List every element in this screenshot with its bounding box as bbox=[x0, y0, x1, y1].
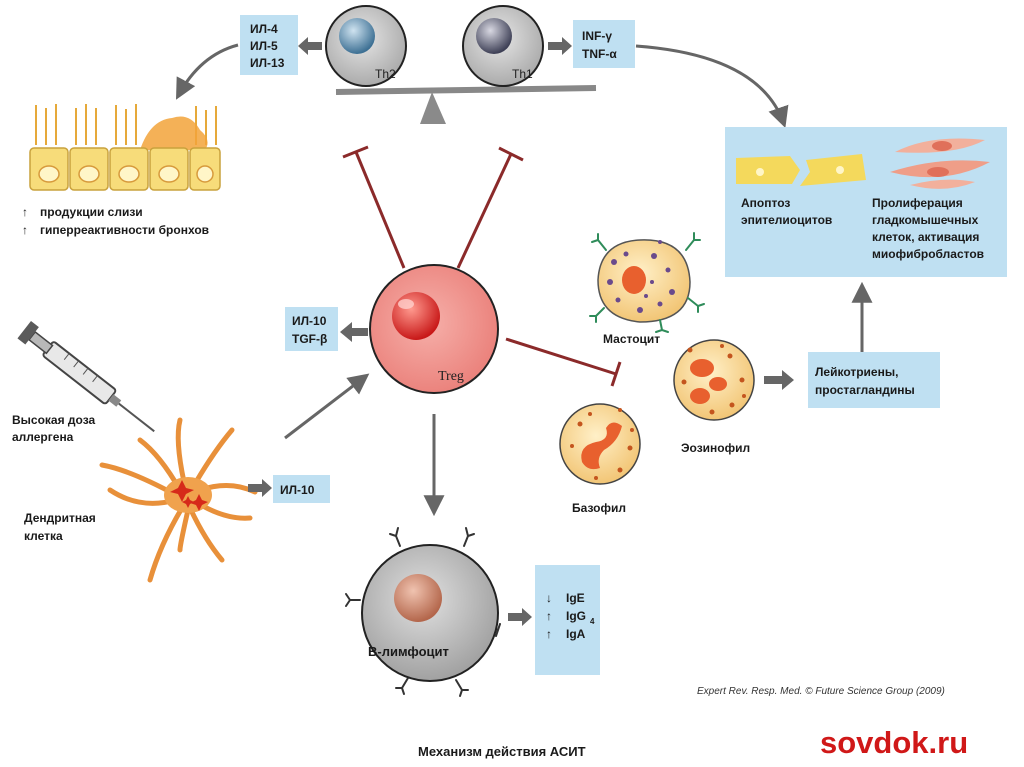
source-credit: Expert Rev. Resp. Med. © Future Science … bbox=[697, 686, 945, 697]
syringe-icon bbox=[17, 321, 155, 433]
treg-output-arrow-icon bbox=[340, 322, 368, 342]
airway-epithelium-illustration bbox=[29, 104, 221, 191]
immunoglobulin-box: ↓ IgE ↑ IgG 4 ↑ IgA bbox=[535, 565, 600, 675]
allergen-line-2: аллергена bbox=[12, 430, 74, 444]
dendritic-to-treg-arrow bbox=[284, 373, 370, 440]
iga-direction: ↑ bbox=[546, 627, 552, 641]
allergen-line-1: Высокая доза bbox=[12, 413, 96, 427]
iga-label: IgA bbox=[566, 627, 586, 641]
apoptotic-epithelium-illustration bbox=[736, 154, 866, 186]
basophil-label: Базофил bbox=[572, 501, 626, 515]
th-balance-scale bbox=[335, 85, 597, 124]
figure-caption: Механизм действия АСИТ bbox=[418, 744, 586, 759]
th1-label: Th1 bbox=[512, 67, 533, 81]
igg4-subscript: 4 bbox=[590, 617, 595, 626]
eosinophil-label: Эозинофил bbox=[681, 441, 750, 455]
ige-direction: ↓ bbox=[546, 591, 552, 605]
b-lymphocyte: В-лимфоцит bbox=[345, 527, 501, 697]
th2-cytokine: ИЛ-4 bbox=[250, 22, 278, 36]
dendritic-output-arrow-icon bbox=[248, 479, 272, 497]
proliferation-line-1: Пролиферация bbox=[872, 196, 963, 210]
remodeling-box: Апоптоз эпителиоцитов Пролиферация гладк… bbox=[725, 127, 1007, 277]
apoptosis-line-2: эпителиоцитов bbox=[741, 213, 832, 227]
mediators-box: Лейкотриены, простагландины bbox=[808, 352, 940, 408]
mediators-line-1: Лейкотриены, bbox=[815, 365, 898, 379]
airway-up-arrow-1: ↑ bbox=[22, 205, 28, 219]
treg-cytokine-tgfb: TGF-β bbox=[292, 332, 327, 346]
th1-cytokine-box: INF-γ TNF-α bbox=[573, 20, 635, 68]
treg-inhibition-lines bbox=[342, 145, 622, 387]
airway-effect-mucus: продукции слизи bbox=[40, 205, 143, 219]
eosinophil bbox=[673, 339, 755, 421]
basophil bbox=[559, 403, 641, 485]
treg-cytokine-box: ИЛ-10 TGF-β bbox=[285, 307, 338, 351]
ige-label: IgE bbox=[566, 591, 585, 605]
treg-label: Treg bbox=[438, 369, 464, 384]
igg4-label: IgG bbox=[566, 609, 586, 623]
th2-output-arrow-icon bbox=[298, 37, 322, 55]
th1-cytokine: INF-γ bbox=[582, 29, 612, 43]
th1-output-arrow-icon bbox=[548, 37, 572, 55]
smooth-muscle-cells-illustration bbox=[890, 138, 990, 189]
airway-effect-hyperreactivity: гиперреактивности бронхов bbox=[40, 223, 209, 237]
th2-cytokine: ИЛ-13 bbox=[250, 56, 285, 70]
dendritic-cell bbox=[99, 417, 258, 583]
bcell-output-arrow-icon bbox=[508, 608, 532, 626]
eosinophil-output-arrow-icon bbox=[764, 370, 794, 390]
treg-cell: Treg bbox=[369, 264, 499, 394]
th2-to-airway-arrow bbox=[176, 43, 239, 100]
dendritic-line-2: клетка bbox=[24, 529, 63, 543]
mast-cell bbox=[589, 232, 705, 333]
mediators-line-2: простагландины bbox=[815, 383, 915, 397]
th2-cell: Th2 bbox=[325, 5, 407, 87]
apoptosis-line-1: Апоптоз bbox=[741, 196, 790, 210]
th2-label: Th2 bbox=[375, 67, 396, 81]
treg-cytokine-il10: ИЛ-10 bbox=[292, 314, 327, 328]
proliferation-line-4: миофибробластов bbox=[872, 247, 984, 261]
dendritic-cytokine-il10: ИЛ-10 bbox=[280, 483, 315, 497]
th2-cytokine: ИЛ-5 bbox=[250, 39, 278, 53]
airway-up-arrow-2: ↑ bbox=[22, 223, 28, 237]
igg4-direction: ↑ bbox=[546, 609, 552, 623]
dendritic-cytokine-box: ИЛ-10 bbox=[273, 475, 330, 503]
th1-cell: Th1 bbox=[462, 5, 544, 87]
bcell-label: В-лимфоцит bbox=[368, 644, 449, 659]
th1-cytokine: TNF-α bbox=[582, 47, 617, 61]
th1-to-remodeling-arrow bbox=[635, 44, 789, 128]
mast-cell-label: Мастоцит bbox=[603, 332, 660, 346]
watermark: sovdok.ru bbox=[820, 725, 968, 760]
proliferation-line-3: клеток, активация bbox=[872, 230, 979, 244]
th2-cytokine-box: ИЛ-4 ИЛ-5 ИЛ-13 bbox=[240, 15, 298, 75]
dendritic-line-1: Дендритная bbox=[24, 511, 96, 525]
proliferation-line-2: гладкомышечных bbox=[872, 213, 979, 227]
